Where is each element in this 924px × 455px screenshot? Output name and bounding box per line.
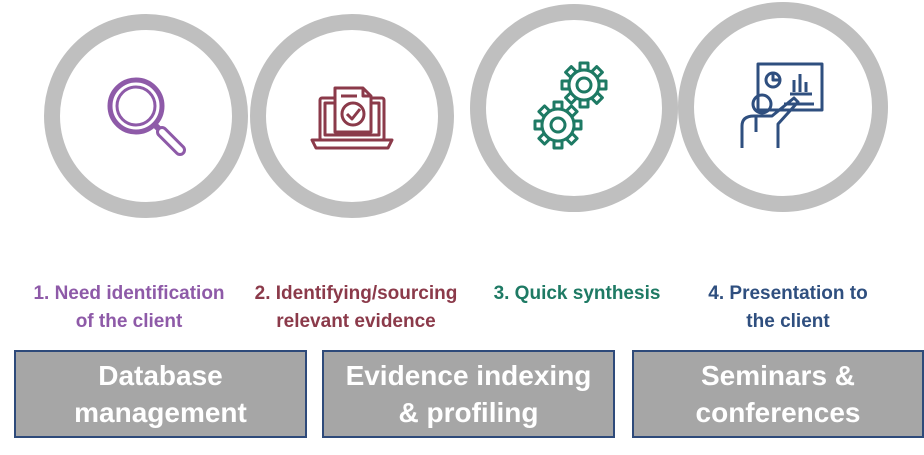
- step-1-ring: [44, 14, 248, 218]
- step-1-line-2: of the client: [75, 311, 183, 332]
- step-2-ring: [250, 14, 454, 218]
- box-1-line-1: Database: [98, 360, 223, 391]
- box-1-line-2: management: [74, 397, 247, 428]
- box-3-line-1: Seminars &: [700, 360, 856, 391]
- presenter-board-icon: [740, 62, 824, 148]
- step-2-label: 2. Identifying/sourcing relevant evidenc…: [240, 280, 472, 336]
- step-4-line-2: the client: [746, 311, 830, 332]
- seminars-conferences-box: Seminars & conferences: [632, 350, 924, 438]
- database-management-box: Database management: [14, 350, 307, 438]
- step-4-label: 4. Presentation to the client: [682, 280, 894, 336]
- box-2-line-1: Evidence indexing: [345, 360, 592, 391]
- evidence-indexing-box: Evidence indexing & profiling: [322, 350, 615, 438]
- box-2-line-2: & profiling: [398, 397, 539, 428]
- step-3-ring: [470, 4, 678, 212]
- step-1-label: 1. Need identification of the client: [14, 280, 244, 336]
- step-4-ring: [678, 2, 888, 212]
- step-1-line-1: 1. Need identification: [33, 283, 225, 304]
- magnifier-icon: [107, 77, 186, 156]
- gears-icon: [533, 61, 608, 150]
- step-3-label: 3. Quick synthesis: [476, 280, 678, 308]
- step-4-line-1: 4. Presentation to: [708, 283, 868, 304]
- box-3-line-2: conferences: [695, 397, 861, 428]
- step-2-line-2: relevant evidence: [276, 311, 436, 332]
- laptop-document-check-icon: [310, 86, 394, 150]
- step-3-line-1: 3. Quick synthesis: [493, 283, 661, 304]
- step-2-line-1: 2. Identifying/sourcing: [254, 283, 458, 304]
